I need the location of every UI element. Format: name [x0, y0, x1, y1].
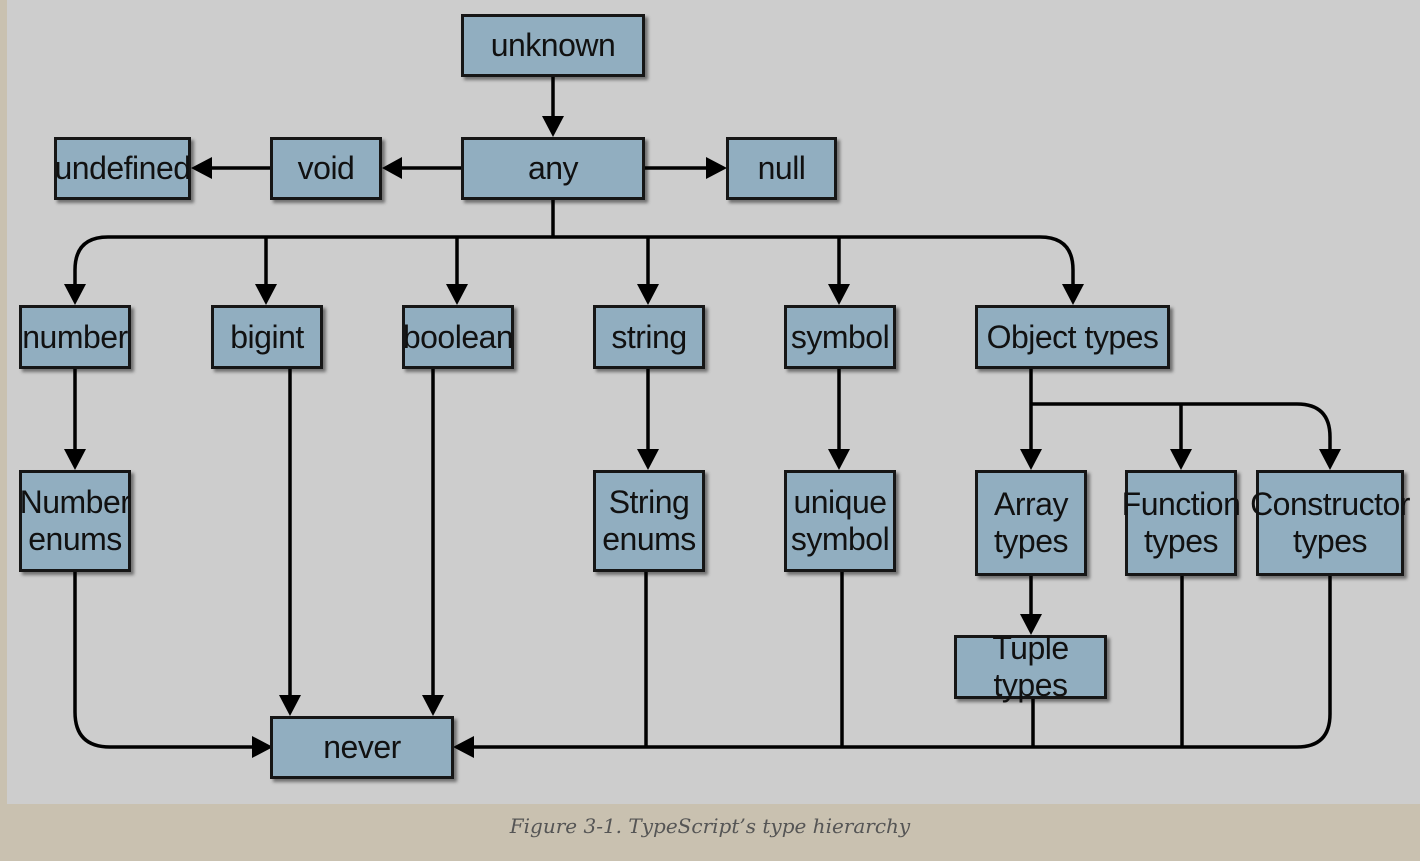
arrowheads	[64, 116, 1341, 758]
node-string-enums-line2: enums	[602, 521, 696, 557]
edge-object-bus	[1029, 369, 1332, 452]
node-bigint: bigint	[211, 305, 323, 369]
node-object-types-label: Object types	[986, 318, 1159, 355]
node-string-label: string	[611, 318, 687, 355]
node-unknown: unknown	[461, 14, 645, 77]
node-number-enums-line1: Number	[19, 484, 131, 520]
node-string-enums-line1: String	[608, 484, 690, 520]
node-unknown-label: unknown	[490, 27, 616, 63]
node-number-enums-line2: enums	[28, 521, 122, 557]
node-tuple-types-label: Tuple types	[992, 630, 1069, 703]
diagram-panel	[7, 0, 1420, 804]
node-number-label: number	[22, 318, 128, 355]
node-void-label: void	[297, 150, 355, 186]
node-number: number	[19, 305, 131, 369]
node-function-types-line1: Function	[1121, 486, 1241, 522]
node-boolean: boolean	[402, 305, 514, 369]
node-object-types: Object types	[975, 305, 1170, 369]
node-any-label: any	[527, 150, 579, 186]
node-unique-symbol-line2: symbol	[790, 521, 890, 557]
node-function-types-line2: types	[1144, 523, 1218, 559]
node-boolean-label: boolean	[402, 318, 514, 355]
node-never: never	[270, 716, 454, 779]
edge-numenums-never	[73, 572, 252, 749]
edge-right-never	[473, 572, 1332, 749]
node-unique-symbol-line1: unique	[793, 484, 887, 520]
node-any: any	[461, 137, 645, 200]
node-undefined-label: undefined	[54, 150, 191, 186]
node-null: null	[726, 137, 837, 200]
node-constructor-types-line1: Constructor	[1250, 486, 1410, 522]
node-array-types-line2: types	[994, 523, 1068, 559]
node-undefined: undefined	[54, 137, 191, 200]
node-bigint-label: bigint	[230, 318, 304, 355]
node-array-types-line1: Array	[994, 486, 1068, 522]
node-symbol: symbol	[784, 305, 896, 369]
node-tuple-types: Tuple types	[954, 630, 1107, 703]
node-constructor-types-line2: types	[1293, 523, 1367, 559]
node-null-label: null	[757, 150, 806, 186]
node-void: void	[270, 137, 382, 200]
edge-any-bus	[73, 235, 1075, 287]
node-string: string	[593, 305, 705, 369]
node-never-label: never	[323, 729, 401, 765]
node-symbol-label: symbol	[790, 318, 890, 355]
figure-caption: Figure 3-1. TypeScript’s type hierarchy	[509, 814, 911, 838]
